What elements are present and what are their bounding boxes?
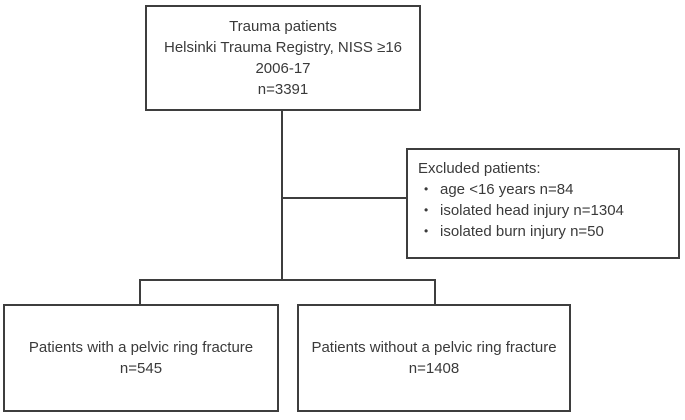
trauma-patients-box: Trauma patients Helsinki Trauma Registry… [145,5,421,111]
bullet-icon: • [424,203,429,217]
trauma-box-line: n=3391 [257,81,309,98]
trauma-box-line: Trauma patients [229,18,337,35]
excluded-item-label: isolated head injury n=1304 [440,202,624,219]
connector-branch-horizontal [139,279,436,281]
trauma-box-line: Helsinki Trauma Registry, NISS ≥16 [163,39,403,56]
excluded-item: • age <16 years n=84 [418,179,672,200]
no-pelvic-fracture-label: Patients without a pelvic ring fracture [311,339,557,356]
connector-top-to-branch [281,111,283,281]
trauma-box-line: 2006-17 [255,60,311,77]
excluded-patients-box: Excluded patients: • age <16 years n=84 … [406,148,680,259]
no-pelvic-fracture-count: n=1408 [408,360,460,377]
no-pelvic-fracture-box: Patients without a pelvic ring fracture … [297,304,571,412]
pelvic-fracture-label: Patients with a pelvic ring fracture [28,339,254,356]
excluded-item: • isolated head injury n=1304 [418,200,672,221]
pelvic-fracture-box: Patients with a pelvic ring fracture n=5… [3,304,279,412]
pelvic-fracture-count: n=545 [119,360,163,377]
connector-to-excluded-box [282,197,406,199]
bullet-icon: • [424,182,429,196]
excluded-item: • isolated burn injury n=50 [418,221,672,242]
excluded-box-title: Excluded patients: [418,160,541,177]
bullet-icon: • [424,224,429,238]
connector-drop-left [139,279,141,306]
excluded-item-label: age <16 years n=84 [440,181,574,198]
connector-drop-right [434,279,436,306]
excluded-item-label: isolated burn injury n=50 [440,223,604,240]
